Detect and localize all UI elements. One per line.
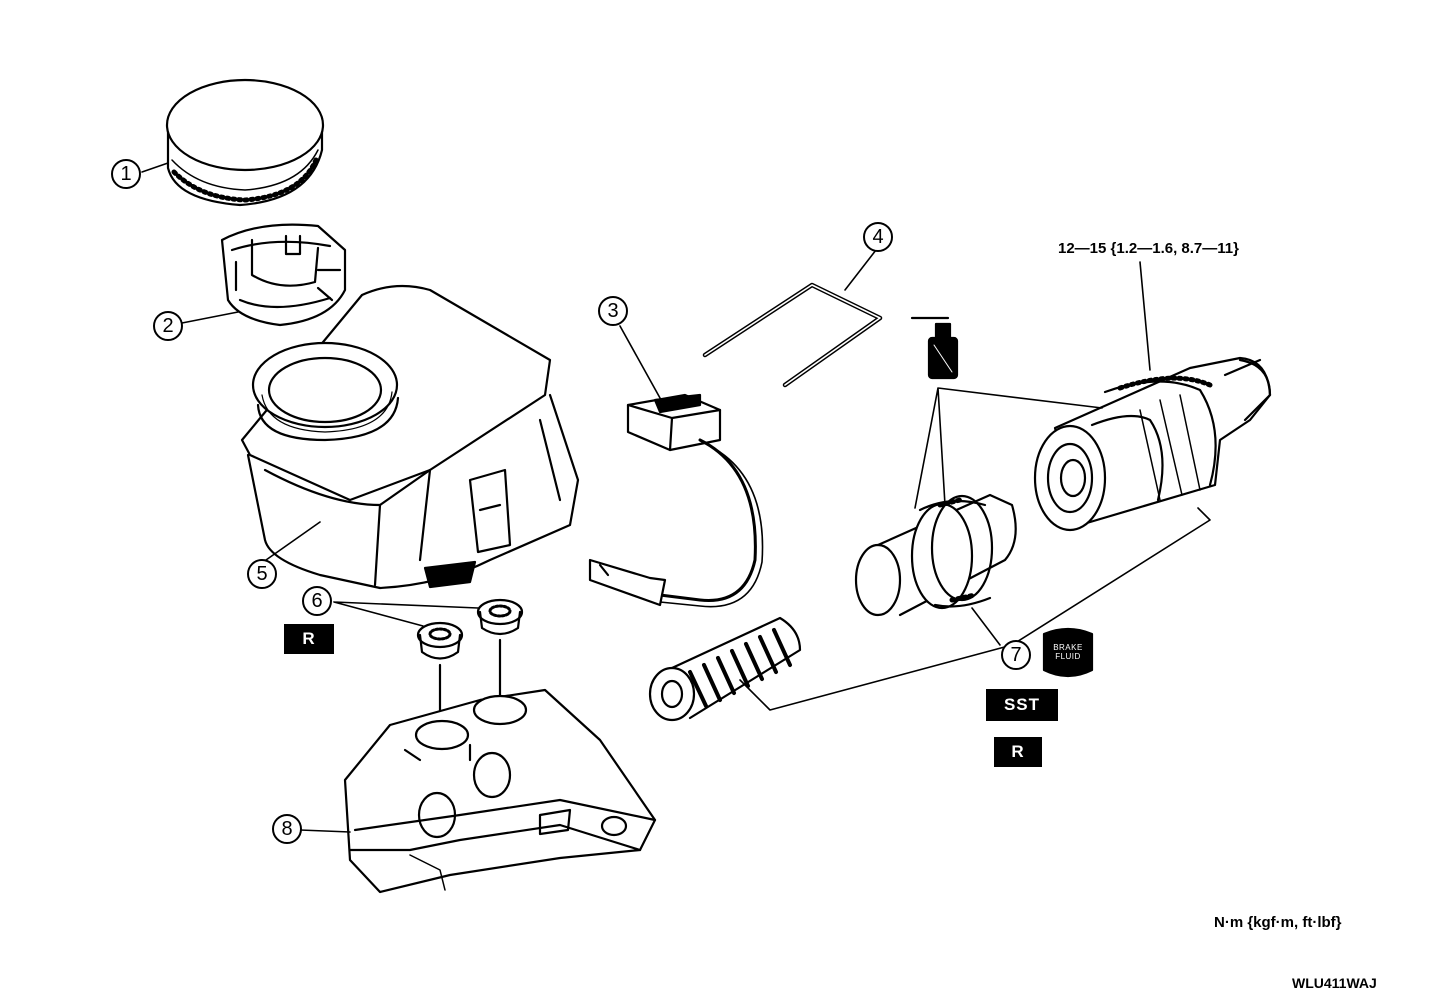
return-spring-part (648, 616, 802, 722)
brake-fluid-label: BRAKE FLUID (1044, 643, 1092, 661)
sst-badge: SST (986, 689, 1058, 721)
callout-6: 6 (302, 586, 332, 616)
secondary-piston-part (854, 493, 1017, 617)
replace-badge-left: R (284, 624, 334, 654)
strainer-part (220, 223, 347, 327)
callout-2: 2 (153, 311, 183, 341)
reservoir-grommets-part (416, 598, 524, 722)
primary-piston-part (1033, 356, 1272, 532)
figure-code: WLU411WAJ (1292, 975, 1377, 991)
callout-7: 7 (1001, 640, 1031, 670)
replace-badge-right: R (994, 737, 1042, 767)
master-cylinder-body-part (343, 688, 657, 894)
callout-5: 5 (247, 559, 277, 589)
torque-spec-label: 12—15 {1.2—1.6, 8.7—11} (1058, 240, 1239, 257)
grease-tube-part (910, 316, 959, 380)
callout-1: 1 (111, 159, 141, 189)
reservoir-cap-part (165, 78, 325, 207)
callout-3: 3 (598, 296, 628, 326)
units-legend: N·m {kgf·m, ft·lbf} (1214, 914, 1342, 931)
leader-lines (141, 162, 1211, 833)
callout-8: 8 (272, 814, 302, 844)
fluid-level-sensor-part (588, 393, 764, 608)
brake-fluid-label-line1: BRAKE (1053, 643, 1083, 652)
brake-fluid-label-line2: FLUID (1055, 652, 1081, 661)
reservoir-tank-part (240, 284, 580, 590)
retaining-pin-part (702, 282, 883, 388)
callout-4: 4 (863, 222, 893, 252)
brake-fluid-can-part (1042, 627, 1094, 678)
